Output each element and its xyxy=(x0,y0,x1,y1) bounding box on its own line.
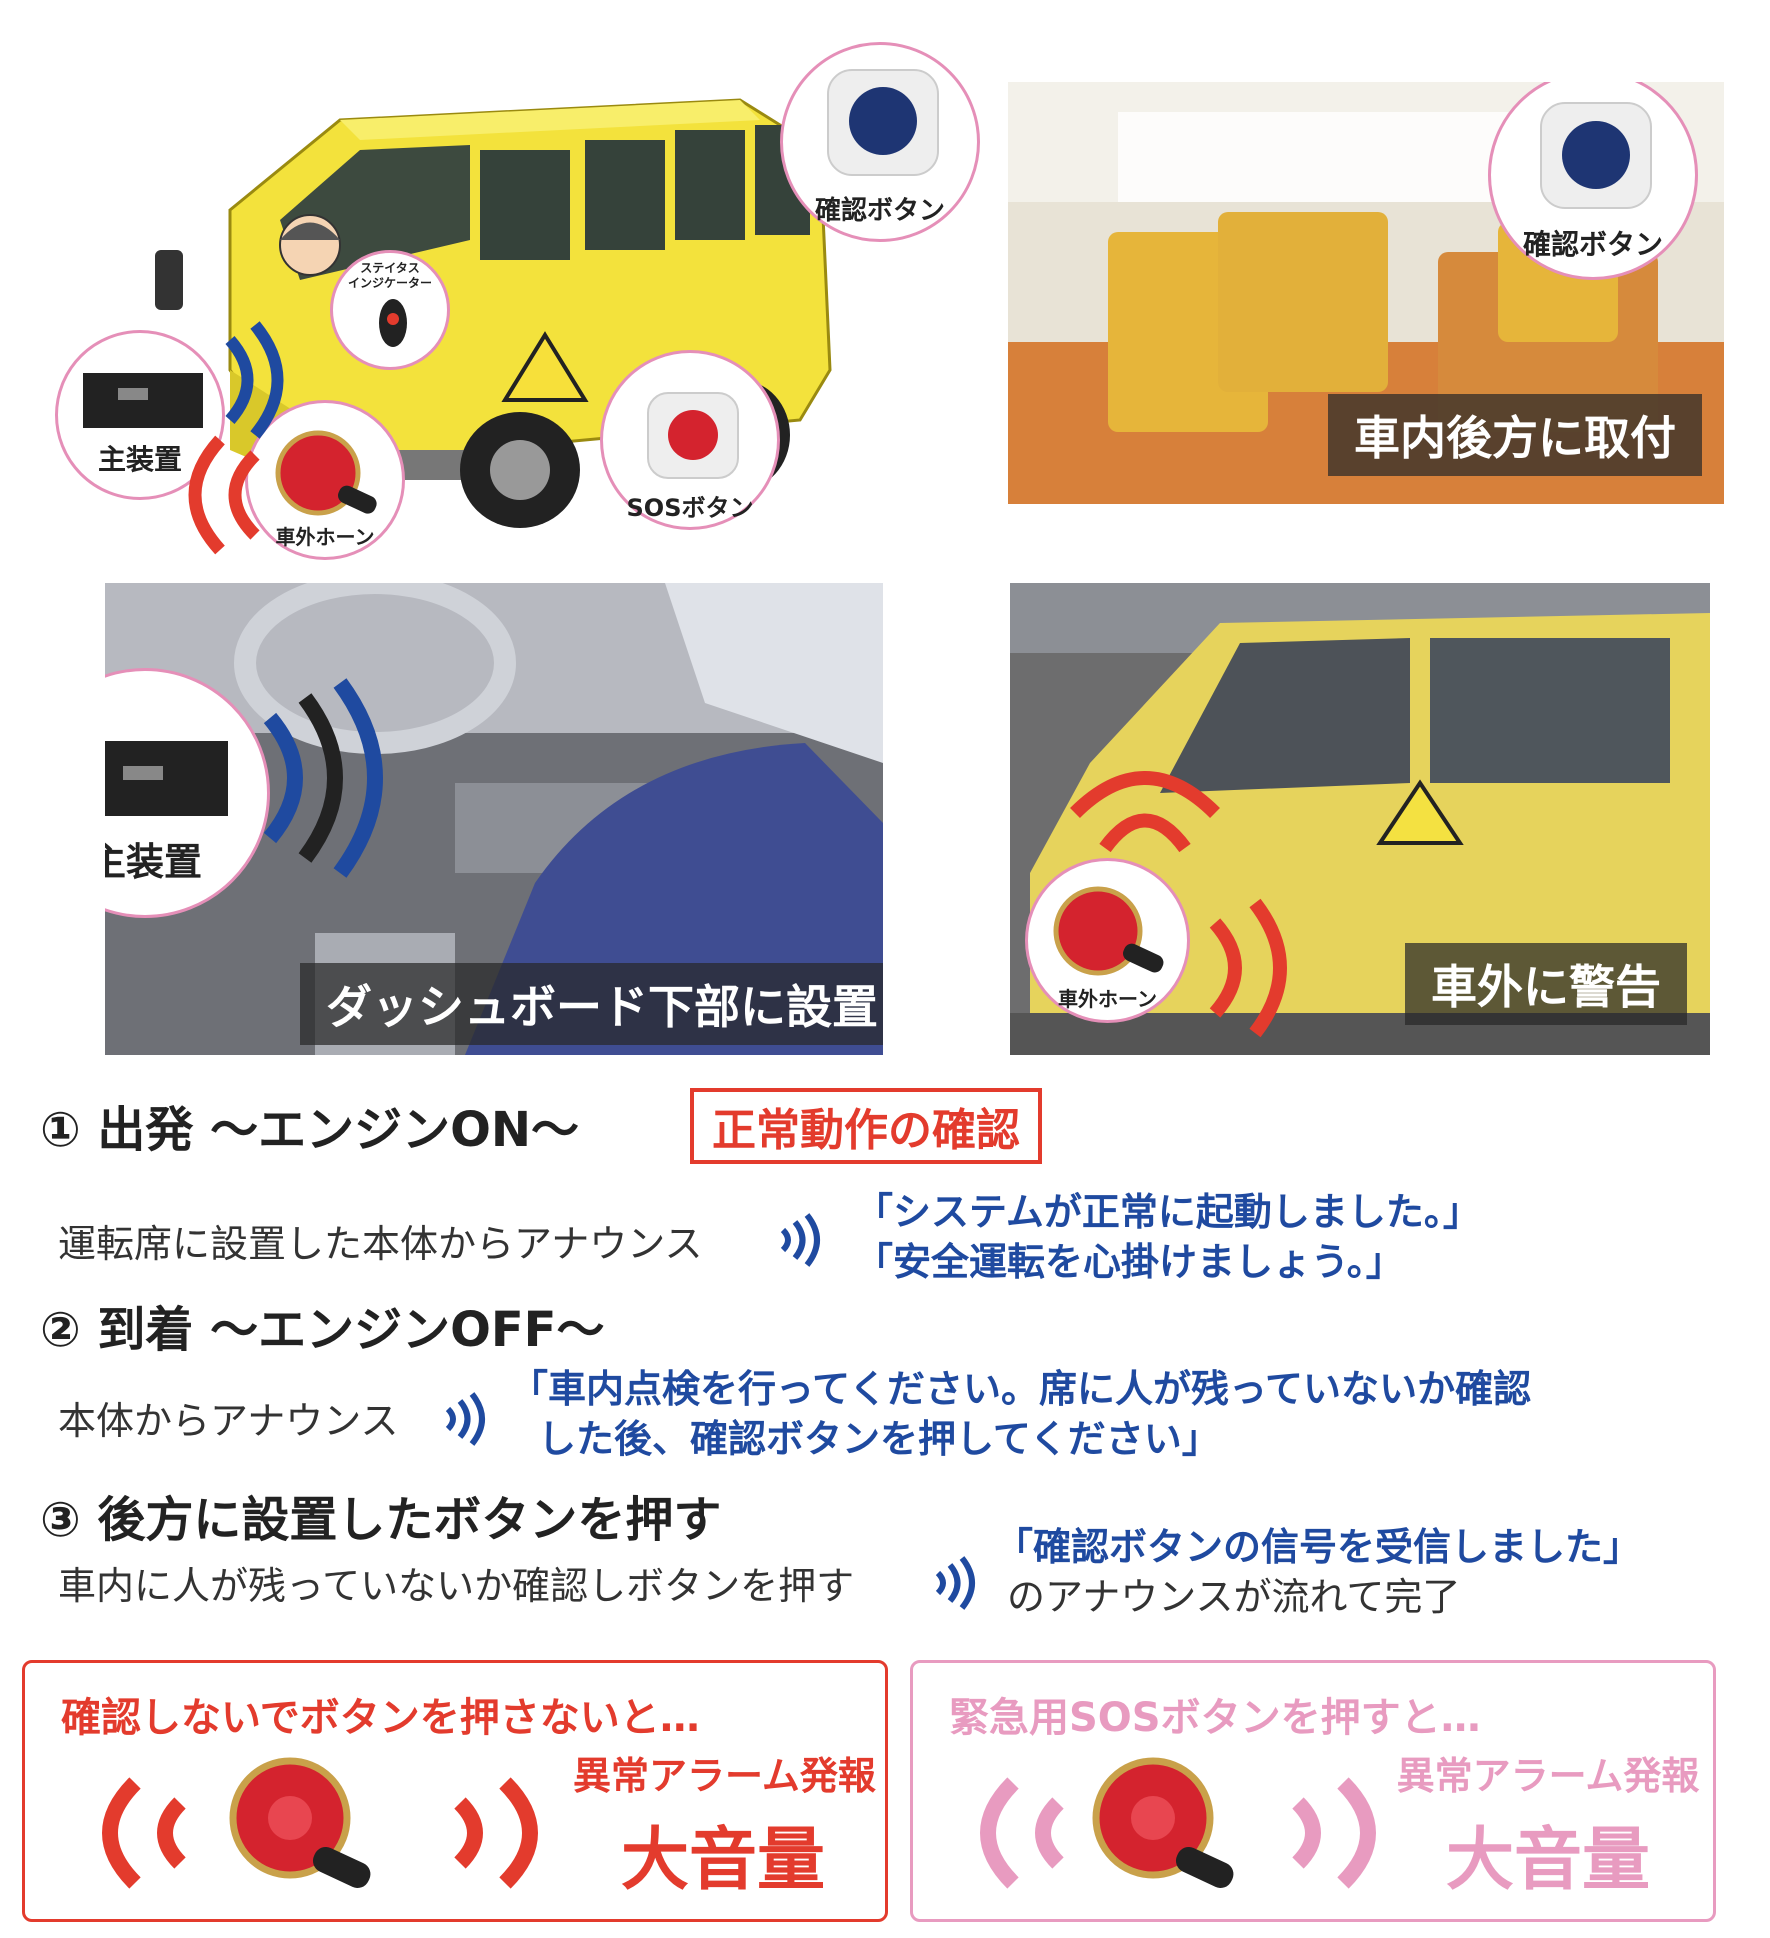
alarm-line1: 異常アラーム発報 xyxy=(573,1754,876,1798)
pink-sound-wave-icon xyxy=(1292,1777,1376,1889)
van-photo: 車外ホーン 車外に警告 xyxy=(1010,583,1710,1055)
step-3-text: 車内に人が残っていないか確認しボタンを押す xyxy=(58,1564,855,1608)
step-2-announcement-line2: した後、確認ボタンを押してください」 xyxy=(538,1417,1220,1461)
main-unit-bubble: 主装置 xyxy=(105,668,270,918)
blue-sound-wave-icon xyxy=(445,1392,485,1446)
step-3-announcement-line1: 「確認ボタンの信号を受信しました」 xyxy=(995,1525,1642,1569)
bus-illustration-panel: 確認ボタン ステイタス インジケーター 主装置 車外ホーン xyxy=(40,40,1000,560)
confirm-button-label: 確認ボタン xyxy=(814,196,945,226)
alarm-status-text: 異常アラーム発報 大音量 xyxy=(573,1745,876,1903)
horn-label: 車外ホーン xyxy=(1058,987,1157,1011)
sos-button-icon xyxy=(647,392,739,479)
bus-interior-photo: 確認ボタン 車内後方に取付 xyxy=(1008,82,1724,504)
horn-icon xyxy=(1053,886,1164,976)
step-1-title: ① 出発 〜エンジンON〜 xyxy=(40,1102,580,1158)
step-1-announcement-line1: 「システムが正常に起動しました。」 xyxy=(855,1190,1481,1234)
alarm-box-heading: 確認しないでボタンを押さないと… xyxy=(61,1695,700,1741)
horn-icon xyxy=(275,430,377,516)
status-indicator-label-line1: ステイタス xyxy=(360,261,420,275)
blue-sound-wave-icon xyxy=(935,1556,975,1610)
confirm-button-icon xyxy=(827,69,939,176)
dashboard-caption: ダッシュボード下部に設置 xyxy=(300,963,883,1045)
horn-label: 車外ホーン xyxy=(275,525,375,549)
status-indicator-label: ステイタス インジケーター xyxy=(333,261,447,291)
confirm-button-label: 確認ボタン xyxy=(1522,228,1663,261)
alarm-box-heading: 緊急用SOSボタンを押すと… xyxy=(949,1695,1481,1741)
red-sound-wave-icon xyxy=(188,435,260,555)
blue-sound-wave-icon xyxy=(225,321,284,439)
status-indicator-icon xyxy=(379,299,407,347)
step-1-announcement-line2: 「安全運転を心掛けましょう。」 xyxy=(855,1240,1404,1284)
horn-bubble: 車外ホーン xyxy=(1025,858,1190,1023)
blue-sound-wave-icon xyxy=(263,678,383,878)
horn-icon xyxy=(1092,1757,1234,1888)
red-sound-wave-icon xyxy=(1070,771,1220,853)
step-1-announcement: 「システムが正常に起動しました。」 「安全運転を心掛けましょう。」 xyxy=(855,1187,1481,1287)
step-2-text: 本体からアナウンス xyxy=(58,1399,399,1443)
horn-bubble: 車外ホーン xyxy=(245,400,405,560)
blue-sound-wave-icon xyxy=(780,1213,820,1267)
step-3-announcement: 「確認ボタンの信号を受信しました」 のアナウンスが流れて完了 xyxy=(995,1522,1641,1622)
step-2-title: ② 到着 〜エンジンOFF〜 xyxy=(40,1302,605,1358)
horn-icon xyxy=(229,1757,371,1888)
red-sound-wave-icon xyxy=(1209,898,1287,1038)
main-unit-icon xyxy=(105,741,228,816)
step-2-announcement: 「車内点検を行ってください。席に人が残っていないか確認 した後、確認ボタンを押し… xyxy=(510,1364,1531,1464)
alarm-line2: 大音量 xyxy=(1445,1821,1650,1900)
alarm-line1: 異常アラーム発報 xyxy=(1396,1754,1700,1798)
dashboard-photo: 主装置 ダッシュボード下部に設置 xyxy=(105,583,883,1055)
step-1-text: 運転席に設置した本体からアナウンス xyxy=(58,1222,703,1266)
status-indicator-label-line2: インジケーター xyxy=(347,276,432,290)
status-indicator-bubble: ステイタス インジケーター xyxy=(330,250,450,370)
alarm-status-text: 異常アラーム発報 大音量 xyxy=(1393,1745,1703,1903)
step-2-announcement-line1: 「車内点検を行ってください。席に人が残っていないか確認 xyxy=(510,1367,1532,1411)
confirm-button-icon xyxy=(1540,102,1652,209)
confirm-button-bubble: 確認ボタン xyxy=(1488,82,1698,280)
normal-operation-badge: 正常動作の確認 xyxy=(690,1088,1042,1164)
step-3-title: ③ 後方に設置したボタンを押す xyxy=(40,1492,722,1548)
main-unit-label: 主装置 xyxy=(105,840,202,884)
alarm-box-sos: 緊急用SOSボタンを押すと… 異常アラーム発報 大音量 xyxy=(910,1660,1716,1922)
van-caption: 車外に警告 xyxy=(1405,943,1687,1025)
pink-sound-wave-icon xyxy=(980,1777,1064,1889)
red-sound-wave-icon xyxy=(102,1777,186,1889)
confirm-button-bubble: 確認ボタン xyxy=(780,42,980,242)
sos-button-bubble: SOSボタン xyxy=(600,350,780,530)
alarm-line2: 大音量 xyxy=(620,1821,825,1900)
red-sound-wave-icon xyxy=(454,1777,538,1889)
alarm-box-unconfirmed: 確認しないでボタンを押さないと… 異常アラーム発報 大音量 xyxy=(22,1660,888,1922)
main-unit-label: 主装置 xyxy=(97,443,182,476)
sos-button-label: SOSボタン xyxy=(626,494,754,522)
interior-caption: 車内後方に取付 xyxy=(1328,394,1702,476)
main-unit-icon xyxy=(83,373,203,428)
step-3-announcement-completion: のアナウンスが流れて完了 xyxy=(1007,1575,1461,1619)
